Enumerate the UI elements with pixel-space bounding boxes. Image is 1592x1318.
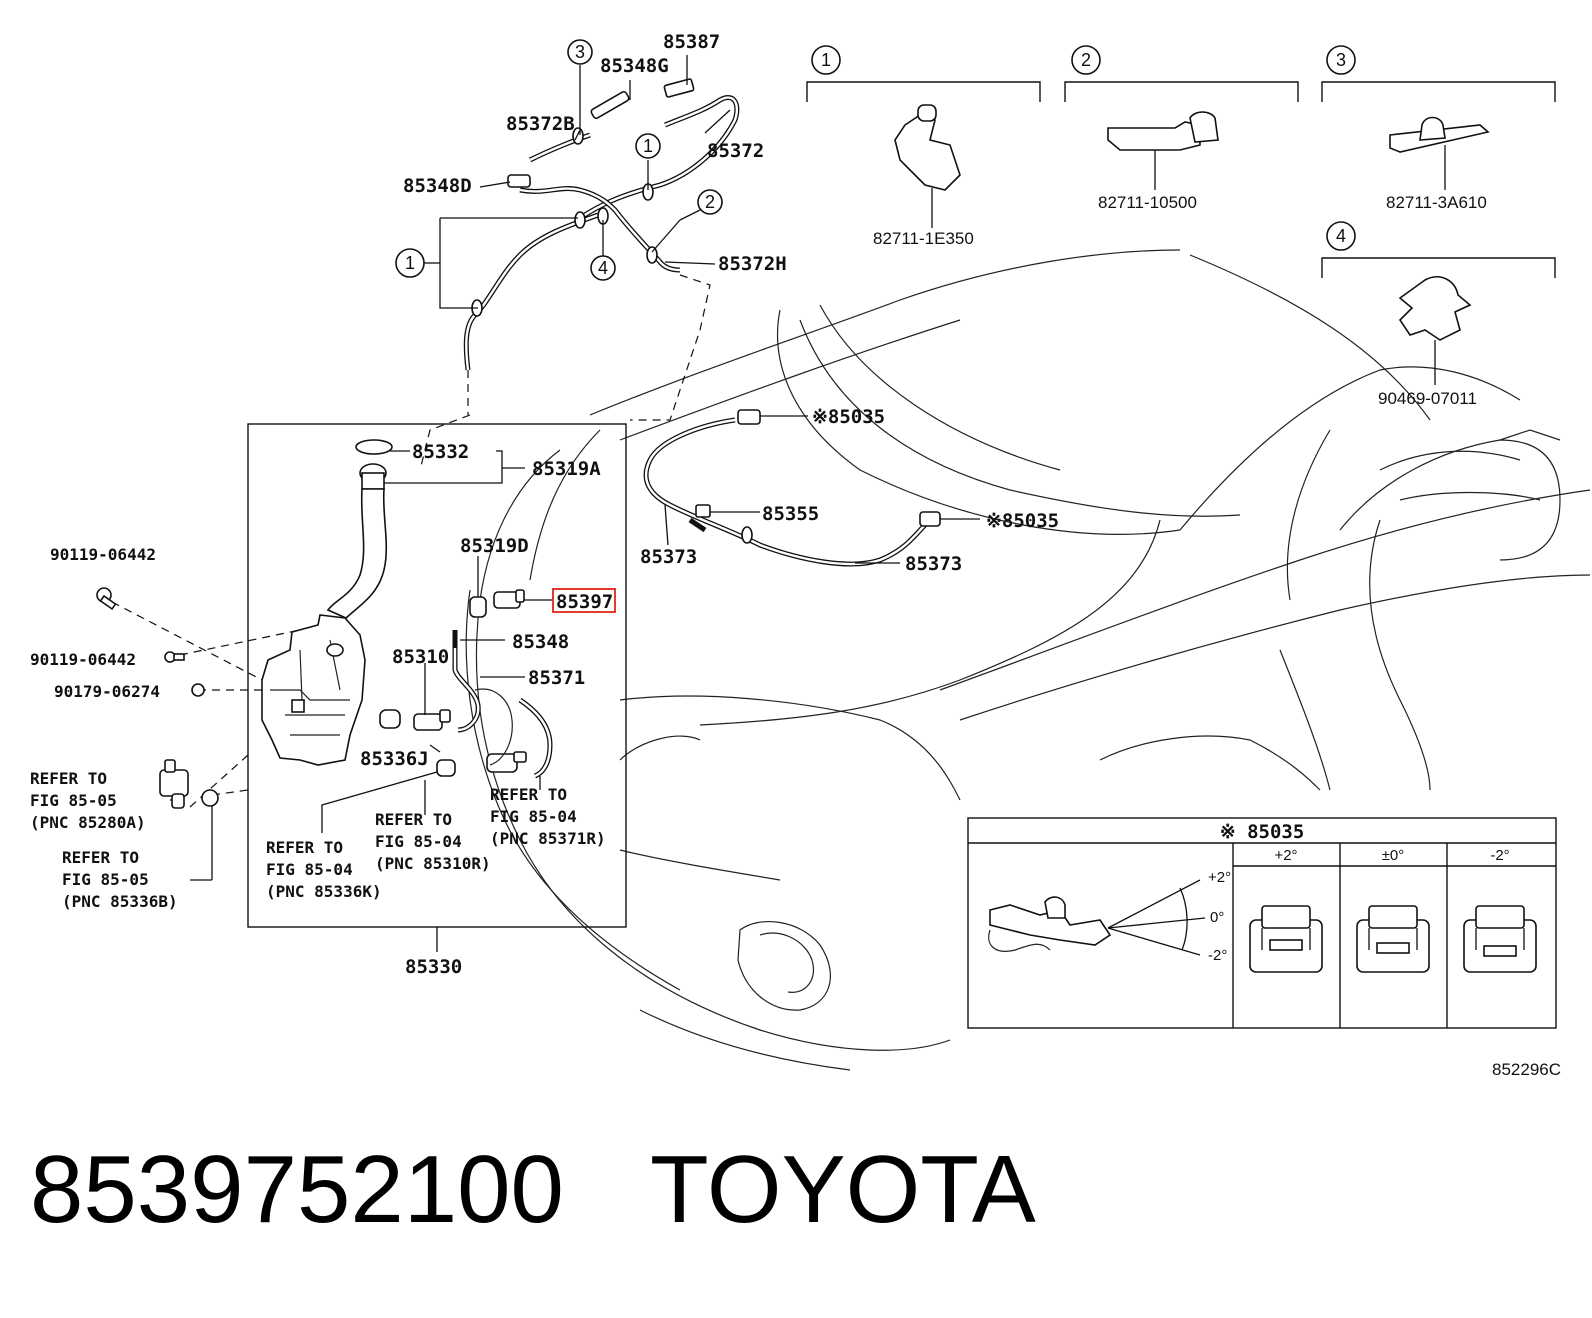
callout-label: 2 (1081, 50, 1091, 70)
refer-85310R: REFER TO FIG 85-04 (PNC 85310R) (375, 810, 491, 873)
refer-85336B: REFER TO FIG 85-05 (PNC 85336B) (62, 848, 178, 911)
inset-col-zero: ±0° (1382, 847, 1405, 864)
label-85035-a: ※85035 (812, 406, 885, 428)
label-85372B: 85372B (506, 113, 575, 135)
refer-line: (PNC 85336B) (62, 892, 178, 911)
label-82711-10500: 82711-10500 (1098, 193, 1197, 212)
clip-detail-4: 4 90469-07011 (1321, 221, 1556, 408)
inset-title: ※ 85035 (1220, 821, 1305, 843)
connector-view-minus2 (1463, 905, 1537, 973)
label-85348D: 85348D (403, 175, 472, 197)
label-85372: 85372 (707, 140, 764, 162)
washer-tank-group (111, 423, 627, 952)
label-85372H: 85372H (718, 253, 787, 275)
nozzle-angle-inset: ※ 85035 +2° ±0° -2° +2° 0° -2° (967, 817, 1557, 1029)
label-85310: 85310 (392, 646, 449, 668)
label-85319A: 85319A (532, 458, 601, 480)
label-82711-1E350: 82711-1E350 (873, 229, 974, 248)
callout-label: 4 (1336, 226, 1346, 246)
label-85373-b: 85373 (905, 553, 962, 575)
refer-line: FIG 85-04 (375, 832, 462, 851)
angle-plus2: +2° (1208, 869, 1231, 886)
label-85371: 85371 (528, 667, 585, 689)
refer-85371R: REFER TO FIG 85-04 (PNC 85371R) (490, 785, 606, 848)
callout-label: 1 (821, 50, 831, 70)
label-85387: 85387 (663, 31, 720, 53)
inset-col-plus2: +2° (1274, 847, 1297, 864)
refer-line: (PNC 85371R) (490, 829, 606, 848)
callout-1-hose-a: 1 (635, 133, 661, 159)
refer-line: REFER TO (490, 785, 567, 804)
hose-leaders (419, 55, 731, 471)
callout-3-top: 3 (567, 39, 593, 65)
label-90119-06442-b: 90119-06442 (30, 650, 136, 669)
hose-assembly (463, 78, 740, 371)
refer-line: REFER TO (266, 838, 343, 857)
figure-code: 852296C (1492, 1060, 1561, 1079)
callout-label: 3 (1336, 50, 1346, 70)
label-85035-b: ※85035 (986, 510, 1059, 532)
nozzle-hose (643, 409, 980, 567)
label-85319D: 85319D (460, 535, 529, 557)
callout-2-hose: 2 (697, 189, 723, 215)
connector-85348D-shape (507, 174, 531, 188)
label-90469-07011: 90469-07011 (1378, 389, 1477, 408)
label-85332: 85332 (412, 441, 469, 463)
angle-minus2: -2° (1208, 947, 1227, 964)
callout-1-hose-b: 1 (395, 248, 425, 278)
label-85336J: 85336J (360, 748, 429, 770)
connector-view-zero (1356, 905, 1430, 973)
refer-line: FIG 85-05 (62, 870, 149, 889)
label-85348G: 85348G (600, 55, 669, 77)
refer-line: FIG 85-05 (30, 791, 117, 810)
part-number: 8539752100 (30, 1136, 564, 1243)
callout-label: 3 (575, 42, 585, 62)
callout-4-hose: 4 (590, 255, 616, 281)
clip-detail-1: 1 82711-1E350 (806, 45, 1041, 248)
callout-label: 1 (643, 136, 653, 156)
refer-line: (PNC 85310R) (375, 854, 491, 873)
vehicle-outline (465, 249, 1591, 1071)
refer-line: FIG 85-04 (266, 860, 353, 879)
label-82711-3A610: 82711-3A610 (1386, 193, 1487, 212)
refer-line: REFER TO (62, 848, 139, 867)
highlight-box-85397 (552, 588, 616, 613)
refer-line: (PNC 85280A) (30, 813, 146, 832)
clip-detail-2: 2 82711-10500 (1064, 45, 1299, 212)
refer-85336K: REFER TO FIG 85-04 (PNC 85336K) (266, 838, 382, 901)
callout-label: 2 (705, 192, 715, 212)
angle-zero: 0° (1210, 909, 1224, 926)
label-85348: 85348 (512, 631, 569, 653)
bolts-left (96, 587, 219, 809)
refer-85280A: REFER TO FIG 85-05 (PNC 85280A) (30, 769, 146, 832)
callout-label: 1 (405, 253, 415, 273)
label-85397: 85397 (556, 591, 613, 613)
callout-label: 4 (598, 258, 608, 278)
connector-view-plus2 (1249, 905, 1323, 973)
label-90119-06442-a: 90119-06442 (50, 545, 156, 564)
refer-line: (PNC 85336K) (266, 882, 382, 901)
label-85330: 85330 (405, 956, 462, 978)
refer-line: FIG 85-04 (490, 807, 577, 826)
label-90179-06274: 90179-06274 (54, 682, 160, 701)
clip-detail-3: 3 82711-3A610 (1321, 45, 1556, 212)
brand-name: TOYOTA (650, 1136, 1036, 1243)
label-85373-a: 85373 (640, 546, 697, 568)
footer: 8539752100 TOYOTA (30, 1135, 1570, 1255)
inset-frame (967, 817, 1557, 1029)
inset-col-minus2: -2° (1490, 847, 1509, 864)
label-85355: 85355 (762, 503, 819, 525)
refer-line: REFER TO (375, 810, 452, 829)
refer-line: REFER TO (30, 769, 107, 788)
